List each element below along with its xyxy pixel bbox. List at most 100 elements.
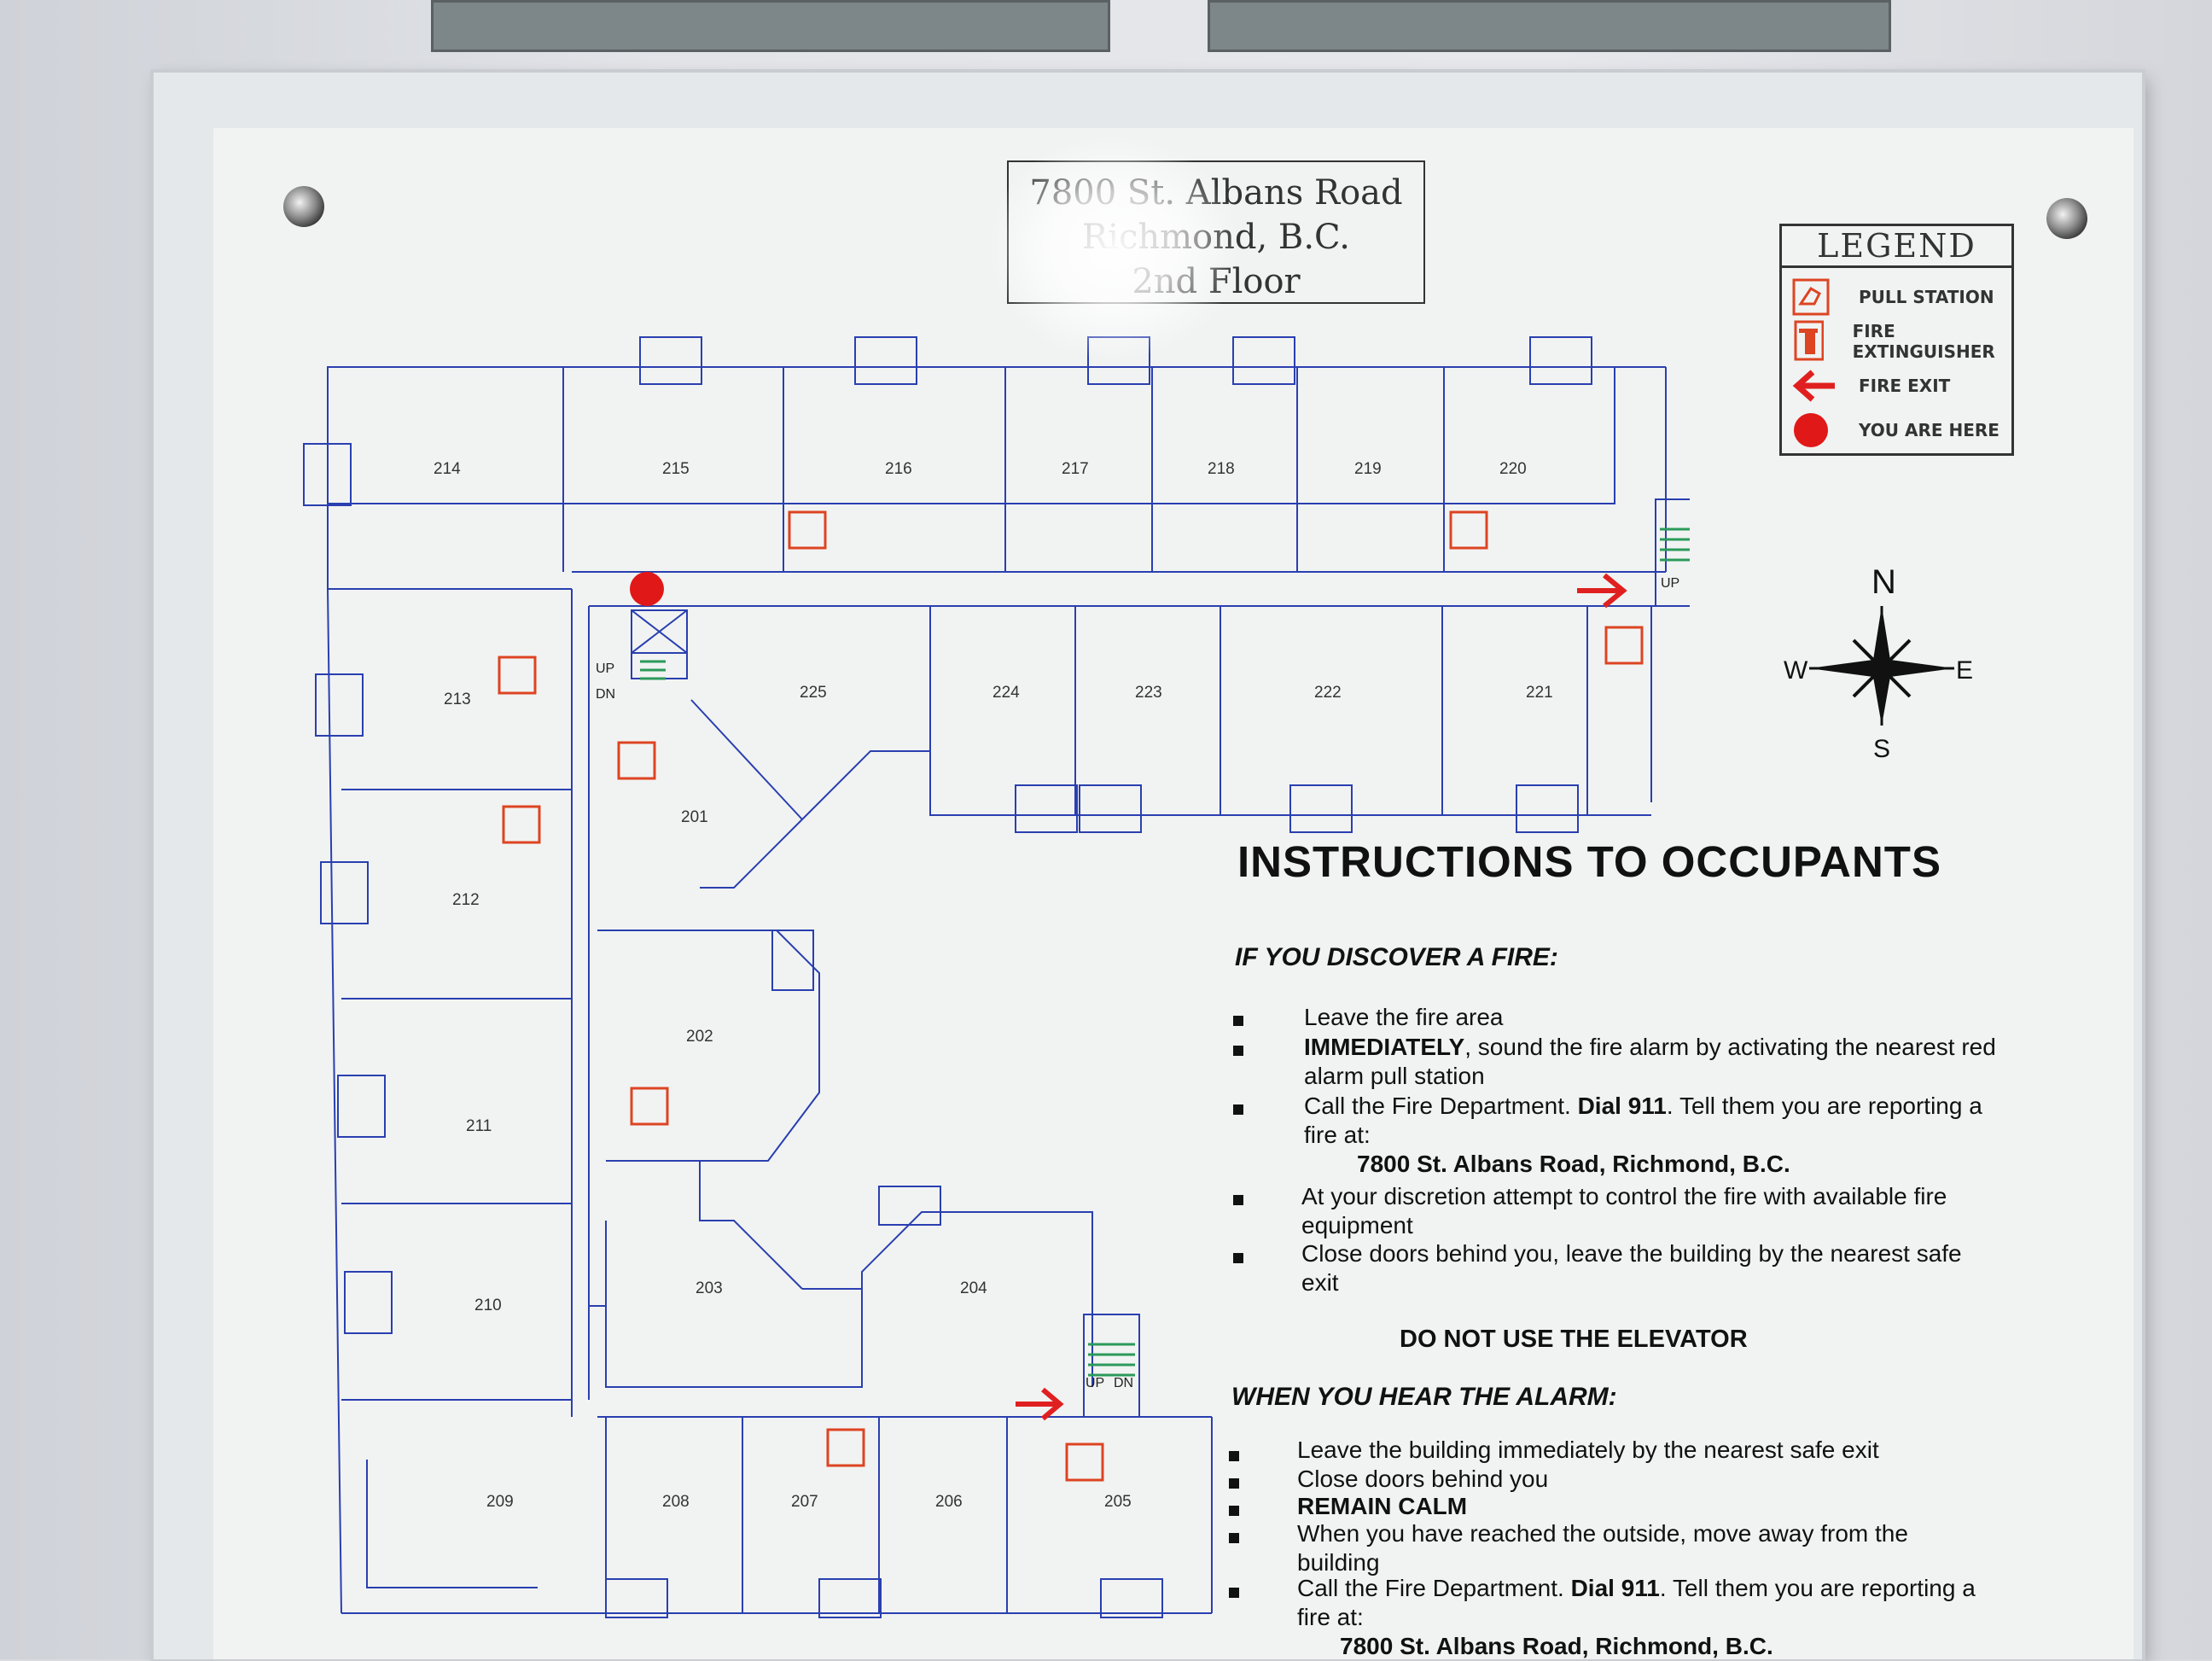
- compass-north: N: [1871, 563, 1896, 601]
- legend-row-fire-exit: FIRE EXIT: [1792, 364, 1950, 407]
- screw-top-right: [2046, 198, 2087, 239]
- fire-extinguisher-marker: [630, 1087, 669, 1126]
- room-215: 215: [662, 460, 690, 478]
- item-bold: IMMEDIATELY: [1304, 1034, 1465, 1060]
- room-207: 207: [791, 1493, 818, 1511]
- room-202: 202: [686, 1028, 713, 1046]
- item-address: 7800 St. Albans Road, Richmond, B.C.: [1357, 1151, 1790, 1177]
- room-206: 206: [935, 1493, 963, 1511]
- room-203: 203: [696, 1279, 723, 1297]
- item-text: Close doors behind you, leave the buildi…: [1301, 1240, 1962, 1296]
- pull-station-marker: [1065, 1442, 1104, 1482]
- stair-up-label: UP: [1086, 1376, 1104, 1390]
- room-204: 204: [960, 1279, 987, 1297]
- pull-station-marker: [617, 741, 656, 780]
- room-210: 210: [474, 1297, 502, 1314]
- instructions-title: INSTRUCTIONS TO OCCUPANTS: [1237, 837, 1941, 886]
- sign-above-right: [1208, 0, 1891, 52]
- discover-item: At your discretion attempt to control th…: [1301, 1182, 2001, 1240]
- fire-extinguisher-marker: [826, 1428, 865, 1467]
- compass-west: W: [1784, 656, 1808, 685]
- room-205: 205: [1104, 1493, 1132, 1511]
- room-225: 225: [800, 684, 827, 702]
- item-bold: Dial 911: [1577, 1093, 1667, 1119]
- legend-label: FIRE EXIT: [1859, 376, 1951, 396]
- bullet: [1233, 1046, 1243, 1056]
- item-bold: Dial 911: [1570, 1575, 1660, 1601]
- room-221: 221: [1526, 684, 1553, 702]
- you-are-here-dot-icon: [1794, 413, 1828, 447]
- pull-station-marker: [502, 805, 541, 844]
- alarm-item: REMAIN CALM: [1297, 1492, 1997, 1521]
- alarm-item: Close doors behind you: [1297, 1465, 1997, 1494]
- room-224: 224: [992, 684, 1020, 702]
- fire-exit-arrow-north: [1577, 573, 1627, 609]
- elevator: [631, 609, 688, 654]
- light-glare: [990, 137, 1237, 358]
- stair-up-label: UP: [596, 661, 614, 676]
- stair-up-label: UP: [1661, 576, 1679, 591]
- bullet: [1233, 1195, 1243, 1205]
- room-211: 211: [466, 1117, 492, 1135]
- item-address: 7800 St. Albans Road, Richmond, B.C.: [1340, 1633, 1773, 1659]
- legend-label: PULL STATION: [1859, 287, 1994, 307]
- room-212: 212: [452, 891, 480, 909]
- legend-row-you-are-here: YOU ARE HERE: [1792, 409, 2000, 452]
- stair-down-label: DN: [596, 687, 615, 702]
- room-223: 223: [1135, 684, 1162, 702]
- item-text: , sound the fire alarm by activating the…: [1304, 1034, 1996, 1089]
- pull-station-marker: [1604, 626, 1644, 665]
- room-219: 219: [1354, 460, 1382, 478]
- room-208: 208: [662, 1493, 690, 1511]
- item-text: Leave the fire area: [1304, 1004, 1504, 1030]
- item-text: Call the Fire Department.: [1297, 1575, 1571, 1601]
- bullet: [1229, 1533, 1239, 1543]
- room-217: 217: [1062, 460, 1089, 478]
- fire-extinguisher-marker: [1449, 510, 1488, 550]
- discover-item: Leave the fire area: [1304, 1003, 2004, 1032]
- room-218: 218: [1208, 460, 1235, 478]
- alarm-item: Call the Fire Department. Dial 911. Tell…: [1297, 1574, 1997, 1661]
- compass-east: E: [1956, 656, 1973, 685]
- room-216: 216: [885, 460, 912, 478]
- bullet: [1229, 1588, 1239, 1598]
- compass-south: S: [1873, 735, 1890, 763]
- item-text: Close doors behind you: [1297, 1466, 1549, 1492]
- legend-label: YOU ARE HERE: [1859, 420, 2000, 440]
- pull-station-marker: [498, 656, 537, 695]
- legend: LEGEND PULL STATION FIRE EXTINGUISHER FI…: [1779, 224, 2014, 456]
- discover-item: IMMEDIATELY, sound the fire alarm by act…: [1304, 1033, 2004, 1091]
- legend-label: FIRE EXTINGUISHER: [1852, 321, 1995, 362]
- discover-item: Close doors behind you, leave the buildi…: [1301, 1239, 2001, 1297]
- discover-item: Call the Fire Department. Dial 911. Tell…: [1304, 1092, 2004, 1179]
- item-bold: REMAIN CALM: [1297, 1493, 1468, 1519]
- screw-top-left: [283, 186, 324, 227]
- pull-station-icon: [1792, 278, 1830, 316]
- item-text: . Tell them you are reporting a fire at:: [1297, 1575, 1976, 1630]
- item-text: Leave the building immediately by the ne…: [1297, 1437, 1879, 1463]
- discover-fire-heading: IF YOU DISCOVER A FIRE:: [1235, 943, 1558, 971]
- you-are-here-marker: [630, 572, 664, 606]
- alarm-item: Leave the building immediately by the ne…: [1297, 1436, 1997, 1465]
- room-222: 222: [1314, 684, 1342, 702]
- fire-extinguisher-marker: [788, 510, 827, 550]
- sign-above-left: [431, 0, 1110, 52]
- room-213: 213: [444, 691, 471, 708]
- elevator-warning: DO NOT USE THE ELEVATOR: [1400, 1326, 1748, 1353]
- compass-rose: N S E W: [1784, 563, 1973, 763]
- bullet: [1229, 1478, 1239, 1489]
- stair-down-label: DN: [1114, 1376, 1133, 1390]
- fire-extinguisher-icon: [1794, 320, 1824, 361]
- floor-plan: 214 215 216 217 218 219 220 213 225 224 …: [303, 336, 1690, 1618]
- bullet: [1229, 1506, 1239, 1516]
- fire-exit-arrow-icon: [1792, 370, 1835, 402]
- bullet: [1233, 1253, 1243, 1263]
- item-text: . Tell them you are reporting a fire at:: [1304, 1093, 1982, 1148]
- item-text: When you have reached the outside, move …: [1297, 1520, 1908, 1576]
- room-214: 214: [434, 460, 461, 478]
- item-text: Call the Fire Department.: [1304, 1093, 1578, 1119]
- alarm-item: When you have reached the outside, move …: [1297, 1519, 1997, 1577]
- room-201: 201: [681, 808, 708, 826]
- room-220: 220: [1499, 460, 1527, 478]
- bullet: [1233, 1016, 1243, 1026]
